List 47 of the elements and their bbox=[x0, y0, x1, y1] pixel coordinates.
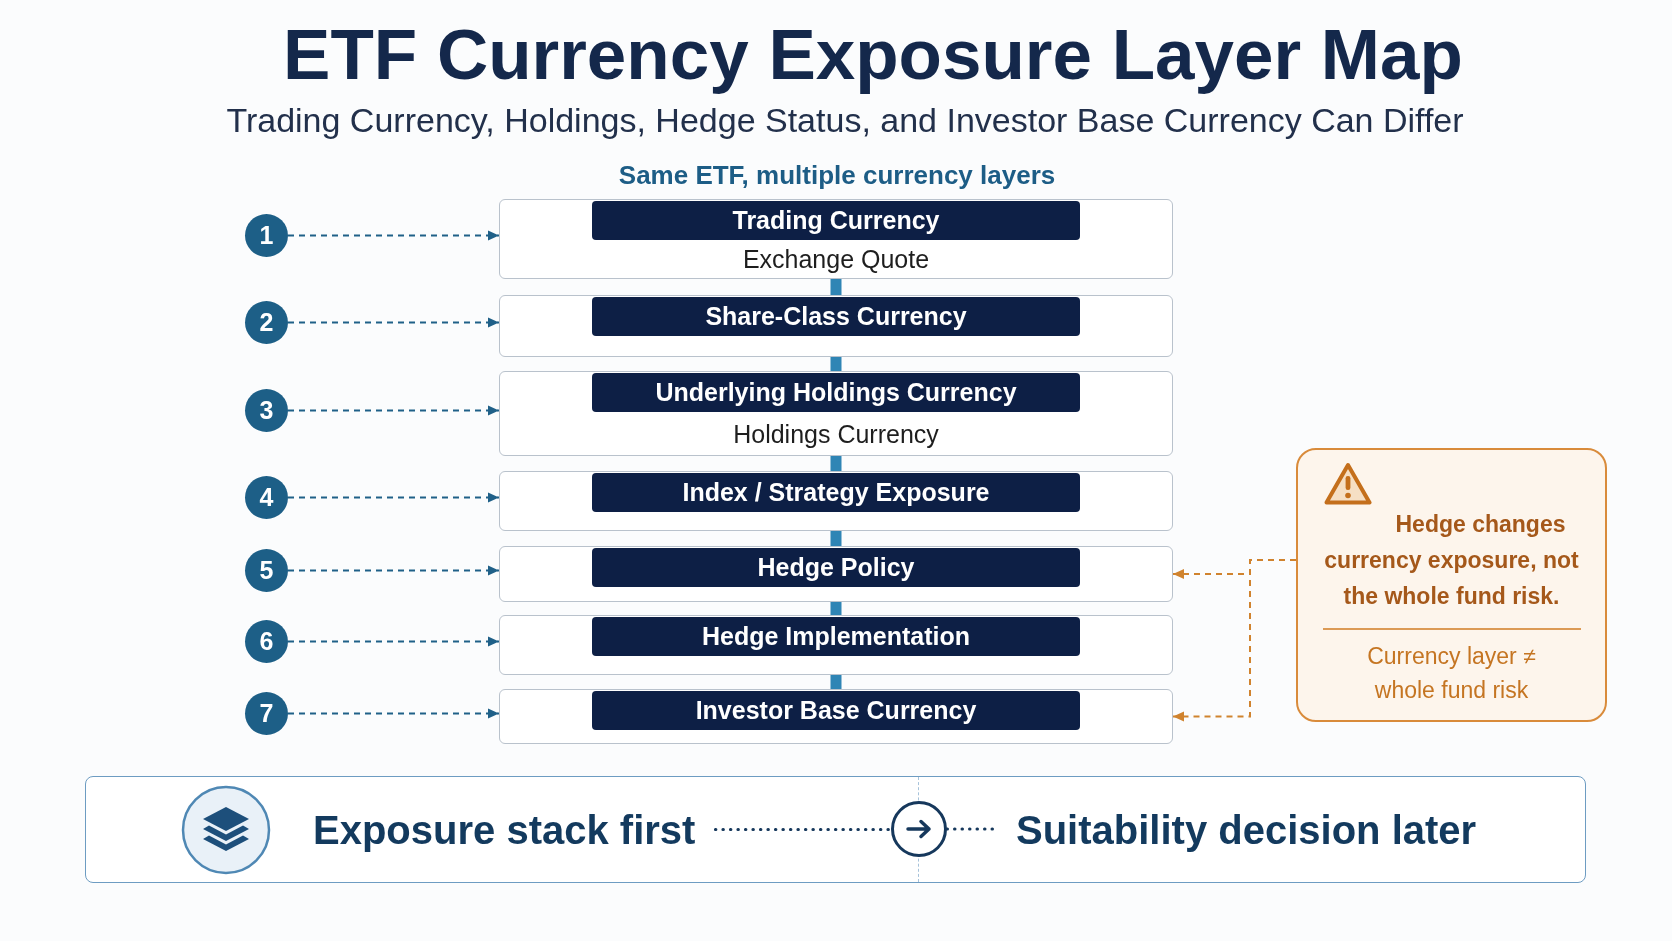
layer-heading: Trading Currency bbox=[592, 201, 1080, 240]
flow-step-text: Exposure stack first bbox=[313, 805, 696, 854]
dashed-arrow bbox=[287, 565, 500, 576]
layer-heading: Hedge Policy bbox=[592, 548, 1080, 587]
flow-step-text: Suitability decision later bbox=[1016, 805, 1477, 854]
step-number: 5 bbox=[245, 549, 288, 592]
layer-box bbox=[499, 199, 1173, 279]
layer-subtext: Holdings Currency bbox=[733, 418, 939, 449]
connector-line bbox=[830, 531, 842, 546]
step-number: 1 bbox=[245, 214, 288, 257]
layer-heading: Index / Strategy Exposure bbox=[592, 473, 1080, 512]
section-heading: Same ETF, multiple currency layers bbox=[618, 162, 1056, 188]
connector-line bbox=[830, 602, 842, 615]
dashed-arrow bbox=[287, 492, 500, 503]
connector-line bbox=[830, 456, 842, 471]
layer-heading: Share-Class Currency bbox=[592, 297, 1080, 336]
layer-heading: Underlying Holdings Currency bbox=[592, 373, 1080, 412]
subtitle: Trading Currency, Holdings, Hedge Status, and Investor Base Currency Can Differ bbox=[226, 103, 1464, 137]
connector-line bbox=[830, 279, 842, 295]
step-number: 2 bbox=[245, 301, 288, 344]
callout-note: Currency layer ≠ whole fund risk bbox=[1366, 642, 1537, 705]
dashed-arrow bbox=[287, 405, 500, 416]
callout-text: Hedge changes currency exposure, not the whole fund risk. bbox=[1323, 510, 1580, 611]
layer-heading: Investor Base Currency bbox=[592, 691, 1080, 730]
layer-subtext: Exchange Quote bbox=[742, 244, 930, 274]
connector-line bbox=[830, 675, 842, 689]
dotted-line bbox=[713, 828, 893, 831]
step-number: 7 bbox=[245, 692, 288, 735]
callout-box bbox=[1296, 448, 1607, 722]
dashed-arrow bbox=[287, 317, 500, 328]
layer-box bbox=[499, 689, 1173, 744]
step-number: 4 bbox=[245, 476, 288, 519]
layer-heading: Hedge Implementation bbox=[592, 617, 1080, 656]
summary-bar bbox=[85, 776, 1586, 883]
step-number: 6 bbox=[245, 620, 288, 663]
layer-box bbox=[499, 546, 1173, 602]
layer-box bbox=[499, 471, 1173, 531]
dashed-arrow bbox=[287, 230, 500, 241]
step-number: 3 bbox=[245, 389, 288, 432]
connector-line bbox=[830, 357, 842, 371]
arrow-ring bbox=[891, 801, 947, 857]
dashed-arrow bbox=[1172, 559, 1297, 722]
layer-box bbox=[499, 371, 1173, 456]
layer-box bbox=[499, 615, 1173, 675]
layer-box bbox=[499, 295, 1173, 357]
dashed-arrow bbox=[287, 708, 500, 719]
dashed-arrow bbox=[287, 636, 500, 647]
